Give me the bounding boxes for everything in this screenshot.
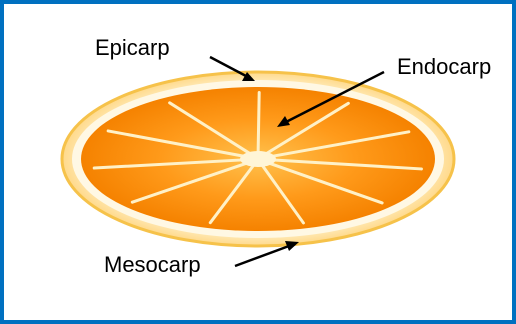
epicarp-label: Epicarp: [95, 37, 170, 59]
mesocarp-label: Mesocarp: [104, 254, 201, 276]
endocarp-label: Endocarp: [397, 56, 491, 78]
segment-divider: [258, 93, 259, 153]
orange-slice-diagram: [4, 4, 512, 320]
center-pith: [240, 151, 276, 167]
